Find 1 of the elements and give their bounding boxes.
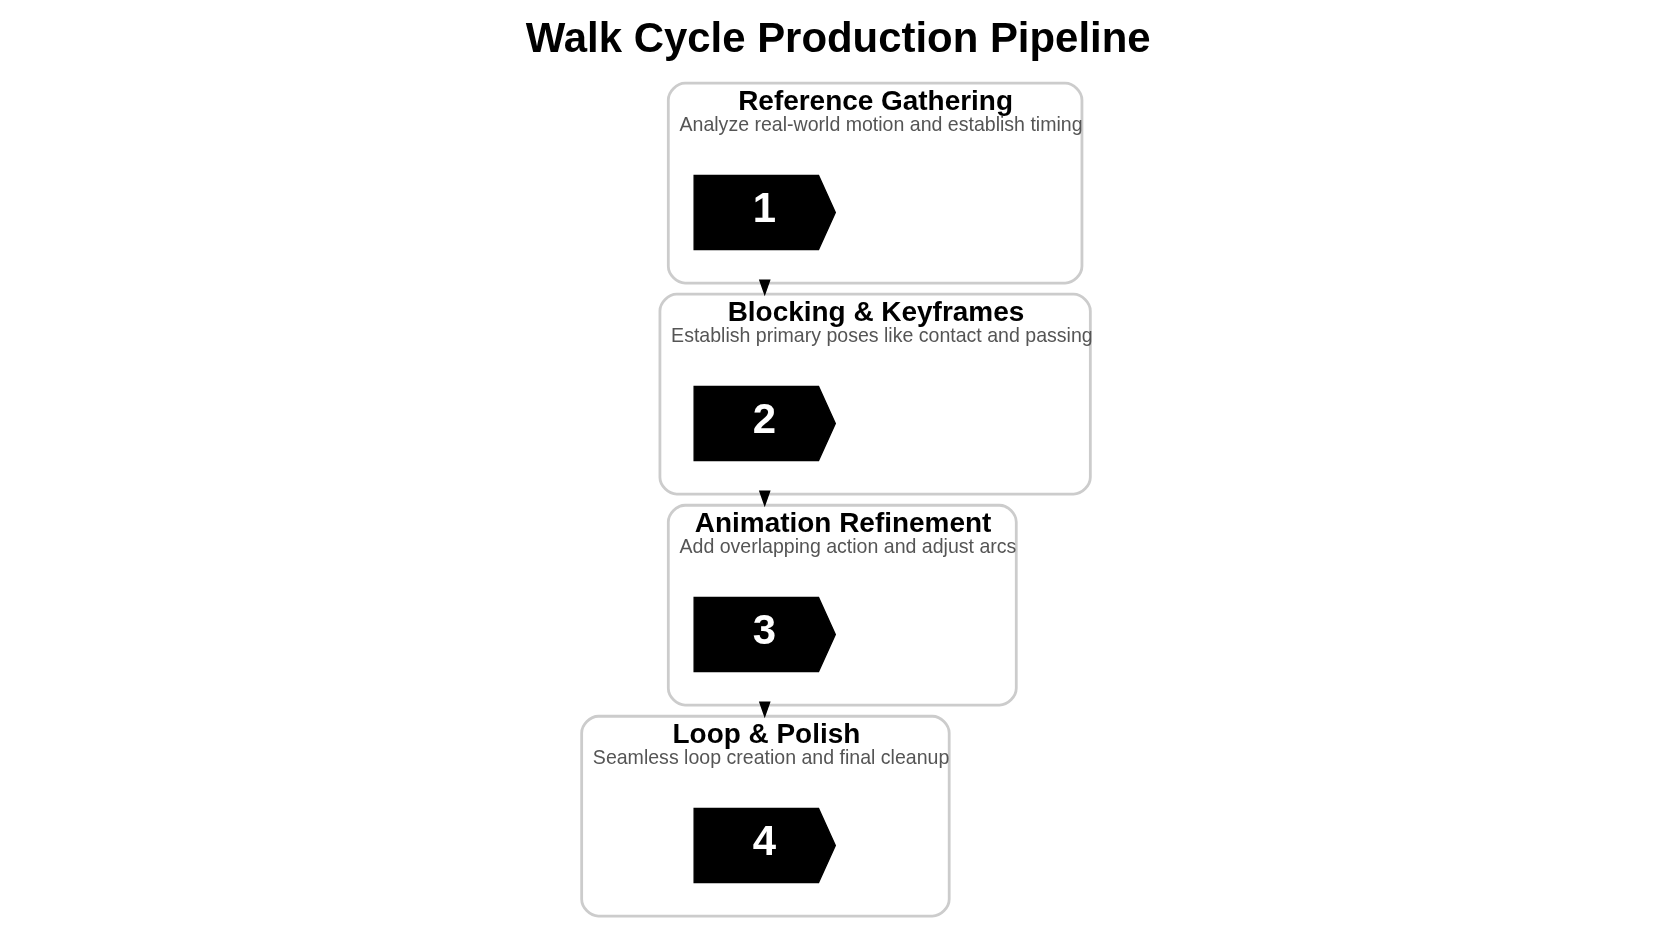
diagram-title: Walk Cycle Production Pipeline [525, 13, 1151, 61]
